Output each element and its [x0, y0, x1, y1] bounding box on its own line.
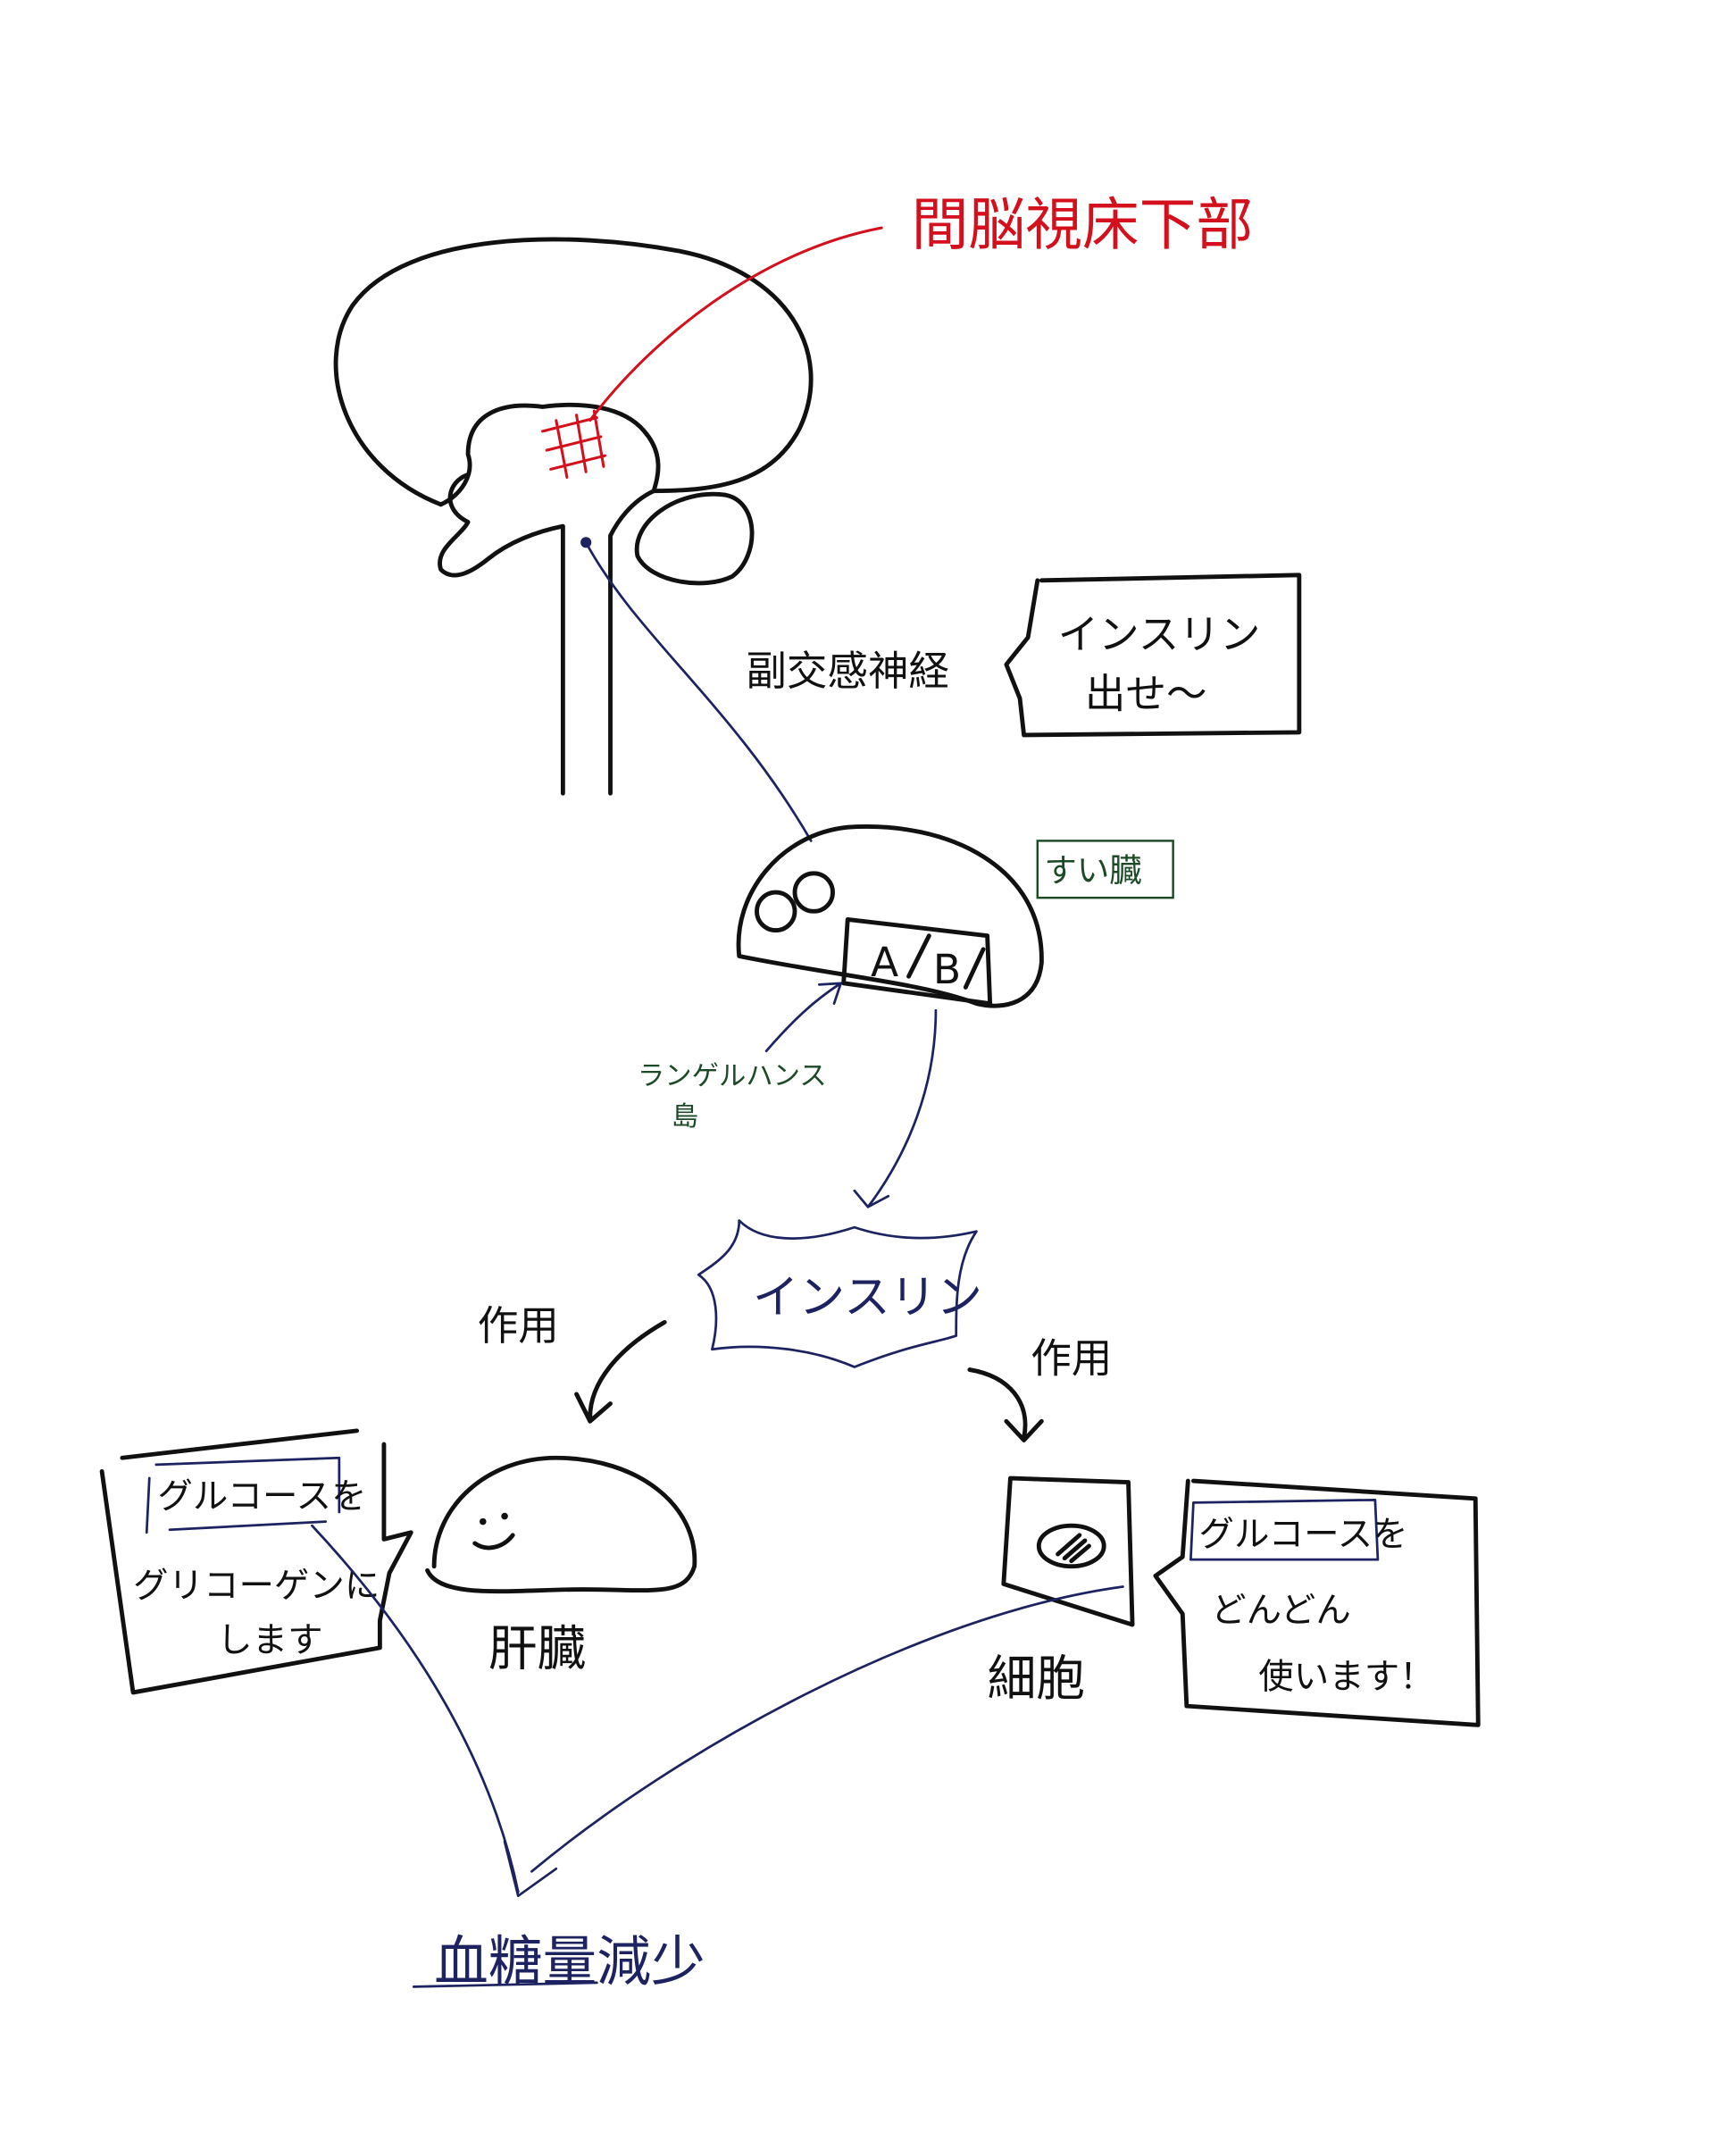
cell-label: 細胞	[988, 1650, 1085, 1707]
liver-box-line-3: します	[217, 1619, 322, 1660]
cell-box-line-3: 使います！	[1258, 1656, 1434, 1697]
nerve-origin-dot	[580, 537, 592, 548]
command-line-2: 出せ〜	[1085, 671, 1207, 718]
hypothalamus-marker	[541, 226, 883, 479]
liver-box-line-1-rest: を	[331, 1475, 366, 1517]
liver-box-line-2: グリコーゲンに	[133, 1566, 380, 1607]
cell-box-line-1: グルコースを	[1198, 1514, 1407, 1555]
beta-cell-label: B	[933, 946, 961, 993]
cell-drawing	[1001, 1475, 1135, 1627]
cell-box-line-1-rest: を	[1373, 1514, 1407, 1555]
action-label-left: 作用	[478, 1302, 559, 1350]
nerve-label: 副交感神経	[746, 648, 949, 695]
result-arrowhead	[503, 1840, 558, 1898]
islets-arrow	[764, 982, 842, 1053]
liver-label: 肝臓	[488, 1620, 586, 1677]
insulin-label: インスリン	[753, 1271, 982, 1325]
cell-box-line-1-highlight: グルコース	[1198, 1514, 1373, 1555]
parasympathetic-nerve-line	[584, 540, 813, 842]
islets-label-line-2: 島	[672, 1101, 698, 1133]
insulin-release-arrow	[853, 1008, 938, 1208]
cell-to-result-line	[530, 1585, 1124, 1873]
liver-effect-box: グルコースを グリコーゲンに します	[99, 1428, 413, 1695]
pancreas-drawing: A B	[736, 824, 1044, 1008]
cell-box-line-2: どんどん	[1211, 1590, 1351, 1631]
insulin-burst: インスリン	[697, 1219, 982, 1368]
liver-box-line-1: グルコースを	[157, 1475, 366, 1517]
liver-drawing	[425, 1455, 697, 1594]
alpha-cell-label: A	[871, 939, 898, 986]
insulin-command-box: インスリン 出せ〜	[1004, 573, 1302, 738]
arrow-to-liver	[574, 1319, 667, 1424]
command-line-1: インスリン	[1058, 611, 1261, 658]
islets-label-line-1: ランゲルハンス	[638, 1061, 827, 1092]
hypothalamus-label: 間脳視床下部	[912, 192, 1254, 258]
pancreas-label-box	[1036, 840, 1174, 899]
brain-drawing	[333, 237, 814, 796]
liver-to-result-line	[311, 1524, 520, 1893]
arrow-to-cell	[967, 1367, 1044, 1442]
pancreas-label: すい臓	[1044, 851, 1141, 890]
hypothalamus-pointer-line	[588, 226, 883, 422]
result-underline	[412, 1981, 598, 1988]
action-label-right: 作用	[1031, 1335, 1112, 1383]
cell-effect-box: グルコースを どんどん 使います！	[1153, 1478, 1481, 1727]
liver-box-line-1-highlight: グルコース	[157, 1475, 331, 1517]
